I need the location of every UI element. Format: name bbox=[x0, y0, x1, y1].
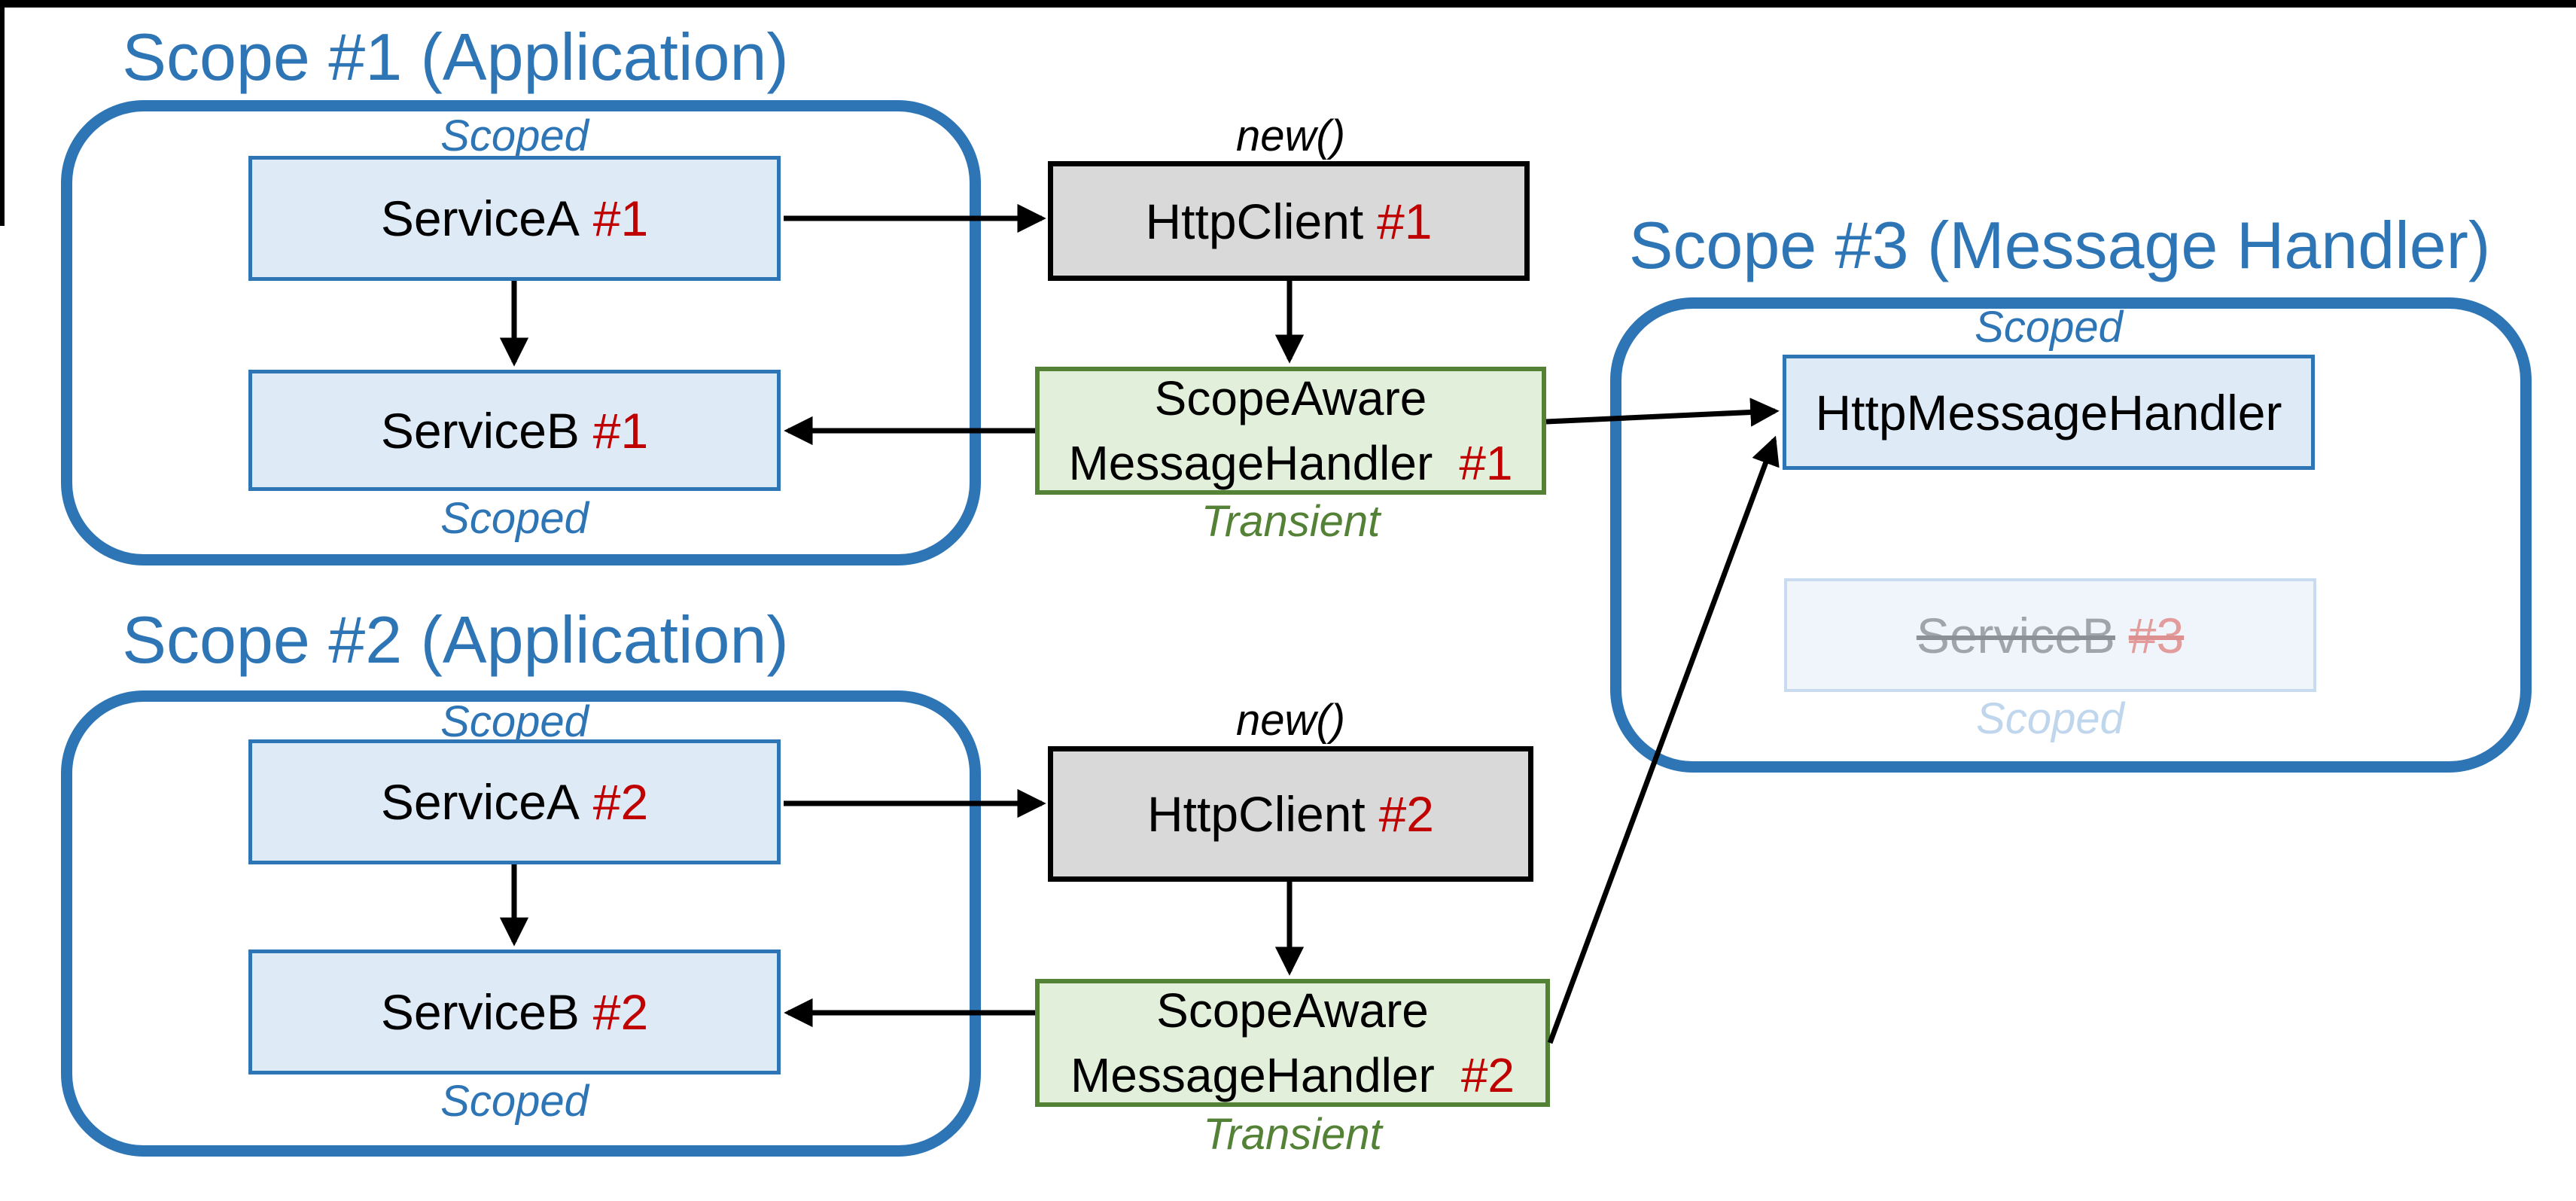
scope1-scoped-top-label: Scoped bbox=[440, 111, 589, 160]
scope3-title: Scope #3 (Message Handler) bbox=[1628, 208, 2491, 282]
scopeaware1-line1: ScopeAware bbox=[1154, 371, 1427, 425]
pipeline1-new-label: new() bbox=[1235, 111, 1346, 160]
scope2-boundary bbox=[61, 690, 981, 1157]
servicea1-label: ServiceA bbox=[380, 191, 580, 246]
screenshot-left-border bbox=[0, 0, 5, 226]
servicea2-box: ServiceA #2 bbox=[248, 739, 781, 864]
scope2-scoped-top-label: Scoped bbox=[440, 697, 589, 746]
serviceb2-instance-num: #2 bbox=[592, 984, 649, 1040]
serviceb3-label: ServiceB bbox=[1916, 607, 2115, 663]
scopeaware-messagehandler1-box: ScopeAware MessageHandler #1 bbox=[1035, 367, 1546, 495]
serviceb3-instance-num: #3 bbox=[2128, 607, 2185, 663]
scope1-scoped-bottom-label: Scoped bbox=[440, 494, 589, 543]
serviceb1-box: ServiceB #1 bbox=[248, 370, 781, 491]
pipeline2-new-label: new() bbox=[1235, 696, 1346, 745]
servicea2-label: ServiceA bbox=[380, 774, 580, 830]
serviceb2-label: ServiceB bbox=[380, 984, 580, 1040]
serviceb2-box: ServiceB #2 bbox=[248, 950, 781, 1074]
servicea2-instance-num: #2 bbox=[592, 774, 649, 830]
servicea1-instance-num: #1 bbox=[592, 191, 649, 246]
servicea1-box: ServiceA #1 bbox=[248, 156, 781, 281]
httpclient2-box: HttpClient #2 bbox=[1048, 746, 1533, 882]
httpclient1-box: HttpClient #1 bbox=[1048, 161, 1530, 281]
scopeaware1-line2: MessageHandler bbox=[1068, 436, 1433, 490]
httpclient2-instance-num: #2 bbox=[1378, 786, 1434, 842]
scopeaware2-line2: MessageHandler bbox=[1070, 1048, 1435, 1102]
httpclient1-instance-num: #1 bbox=[1377, 193, 1433, 249]
scope1-title: Scope #1 (Application) bbox=[122, 20, 789, 94]
serviceb3-box-faded: ServiceB #3 bbox=[1784, 578, 2316, 692]
scope3-scoped-bottom-label: Scoped bbox=[1976, 694, 2124, 743]
scopeaware2-line1: ScopeAware bbox=[1156, 983, 1429, 1038]
scope2-title: Scope #2 (Application) bbox=[122, 602, 789, 677]
serviceb1-label: ServiceB bbox=[380, 402, 580, 459]
scopeaware1-instance-num: #1 bbox=[1459, 436, 1513, 490]
httpclient2-label: HttpClient bbox=[1146, 786, 1366, 842]
scope2-scoped-bottom-label: Scoped bbox=[440, 1077, 589, 1126]
httpclient1-label: HttpClient bbox=[1145, 193, 1364, 249]
pipeline2-transient-label: Transient bbox=[1203, 1110, 1382, 1159]
httpmessagehandler-box: HttpMessageHandler bbox=[1783, 355, 2315, 470]
scope3-scoped-top-label: Scoped bbox=[1975, 303, 2123, 352]
screenshot-top-border bbox=[0, 0, 2576, 8]
serviceb1-instance-num: #1 bbox=[592, 402, 649, 459]
scopeaware-messagehandler2-box: ScopeAware MessageHandler #2 bbox=[1035, 979, 1550, 1107]
scopeaware2-instance-num: #2 bbox=[1460, 1048, 1515, 1102]
pipeline1-transient-label: Transient bbox=[1201, 497, 1381, 546]
httpmessagehandler-label: HttpMessageHandler bbox=[1815, 384, 2282, 440]
